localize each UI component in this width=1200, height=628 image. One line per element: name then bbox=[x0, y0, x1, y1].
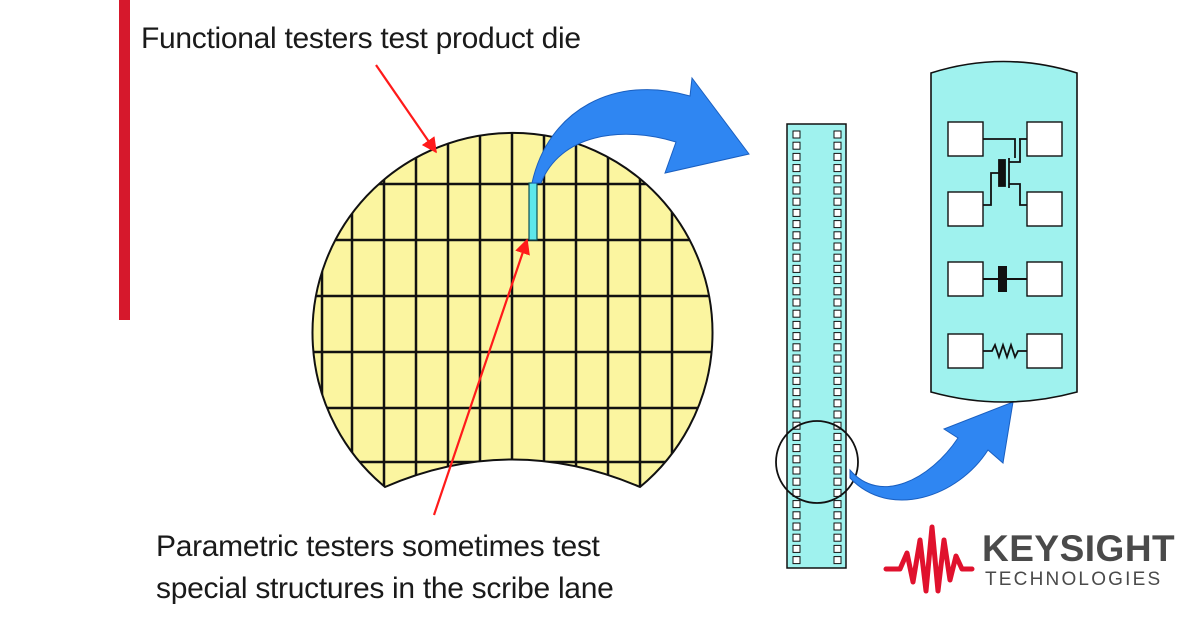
transistor-icon bbox=[983, 138, 1027, 206]
scribe-lane-strip bbox=[786, 123, 847, 569]
test-pad bbox=[792, 208, 801, 217]
test-pad bbox=[792, 175, 801, 184]
test-pad bbox=[792, 455, 801, 464]
zoom-arrow-bottom bbox=[849, 401, 1014, 501]
test-pad bbox=[792, 141, 801, 150]
test-pad bbox=[833, 242, 842, 251]
test-pad bbox=[792, 376, 801, 385]
functional-pointer-arrow bbox=[375, 64, 437, 154]
test-pad bbox=[792, 264, 801, 273]
test-pad bbox=[792, 343, 801, 352]
zoom-circle bbox=[775, 420, 859, 504]
test-pad bbox=[792, 253, 801, 262]
test-pad bbox=[792, 354, 801, 363]
test-pad bbox=[833, 511, 842, 520]
test-pad bbox=[792, 388, 801, 397]
capacitor-icon bbox=[983, 266, 1027, 292]
test-pad bbox=[833, 175, 842, 184]
test-pad bbox=[792, 332, 801, 341]
test-pad bbox=[833, 320, 842, 329]
wafer bbox=[311, 131, 714, 489]
test-pad bbox=[792, 287, 801, 296]
test-pad bbox=[792, 466, 801, 475]
test-pad bbox=[833, 399, 842, 408]
test-pad bbox=[792, 130, 801, 139]
test-pad bbox=[833, 130, 842, 139]
test-pad bbox=[792, 164, 801, 173]
test-pad bbox=[833, 186, 842, 195]
test-pad bbox=[792, 309, 801, 318]
parametric-label-line-2: special structures in the scribe lane bbox=[156, 572, 614, 605]
test-pad bbox=[792, 444, 801, 453]
accent-bar bbox=[119, 0, 130, 320]
test-pad bbox=[833, 343, 842, 352]
test-pad bbox=[792, 544, 801, 553]
test-pad bbox=[833, 287, 842, 296]
test-pad bbox=[833, 354, 842, 363]
test-pad bbox=[833, 500, 842, 509]
test-pad bbox=[833, 220, 842, 229]
test-pad bbox=[833, 533, 842, 542]
test-pad bbox=[792, 500, 801, 509]
test-pad bbox=[833, 231, 842, 240]
test-pad bbox=[792, 432, 801, 441]
test-pad bbox=[792, 533, 801, 542]
test-pad bbox=[792, 197, 801, 206]
test-pad bbox=[792, 276, 801, 285]
test-pad bbox=[833, 208, 842, 217]
parametric-label-line-1: Parametric testers sometimes test bbox=[156, 530, 600, 563]
test-pad bbox=[792, 231, 801, 240]
test-pad bbox=[833, 376, 842, 385]
test-pad bbox=[833, 556, 842, 565]
test-pad bbox=[792, 186, 801, 195]
test-pad bbox=[833, 298, 842, 307]
test-pad bbox=[792, 488, 801, 497]
test-pad bbox=[833, 365, 842, 374]
test-pad bbox=[833, 444, 842, 453]
parametric-pointer-arrow bbox=[432, 238, 530, 516]
test-pad bbox=[792, 220, 801, 229]
test-pad bbox=[792, 477, 801, 486]
brand-subtitle: TECHNOLOGIES bbox=[985, 569, 1163, 590]
functional-testers-label: Functional testers test product die bbox=[141, 22, 581, 55]
test-pad bbox=[833, 455, 842, 464]
test-pad bbox=[833, 164, 842, 173]
zoom-arrow-top bbox=[531, 76, 750, 184]
test-pad bbox=[833, 477, 842, 486]
die-grid bbox=[312, 132, 713, 487]
test-pad bbox=[833, 410, 842, 419]
test-pad bbox=[833, 466, 842, 475]
test-pad bbox=[833, 152, 842, 161]
test-pad bbox=[792, 152, 801, 161]
test-pad bbox=[833, 388, 842, 397]
test-pad bbox=[792, 399, 801, 408]
test-pad bbox=[792, 410, 801, 419]
test-structure-panel bbox=[930, 60, 1078, 403]
resistor-icon bbox=[983, 342, 1027, 360]
test-pad bbox=[792, 365, 801, 374]
test-pad bbox=[792, 320, 801, 329]
test-pad bbox=[833, 488, 842, 497]
scribe-lane-highlight bbox=[528, 182, 538, 241]
test-pad bbox=[833, 264, 842, 273]
test-pad bbox=[833, 141, 842, 150]
test-pad bbox=[833, 197, 842, 206]
test-pad bbox=[792, 298, 801, 307]
test-pad bbox=[792, 511, 801, 520]
keysight-wave-icon bbox=[883, 524, 975, 594]
test-pad bbox=[833, 544, 842, 553]
parametric-testers-label: Parametric testers sometimes test specia… bbox=[156, 526, 614, 610]
test-pad bbox=[792, 522, 801, 531]
brand-name: KEYSIGHT bbox=[982, 528, 1176, 569]
test-pad bbox=[833, 309, 842, 318]
test-pad bbox=[792, 242, 801, 251]
test-pad bbox=[833, 432, 842, 441]
test-pad bbox=[792, 556, 801, 565]
test-pad bbox=[833, 522, 842, 531]
test-pad bbox=[833, 332, 842, 341]
test-pad bbox=[833, 276, 842, 285]
test-pad bbox=[833, 253, 842, 262]
